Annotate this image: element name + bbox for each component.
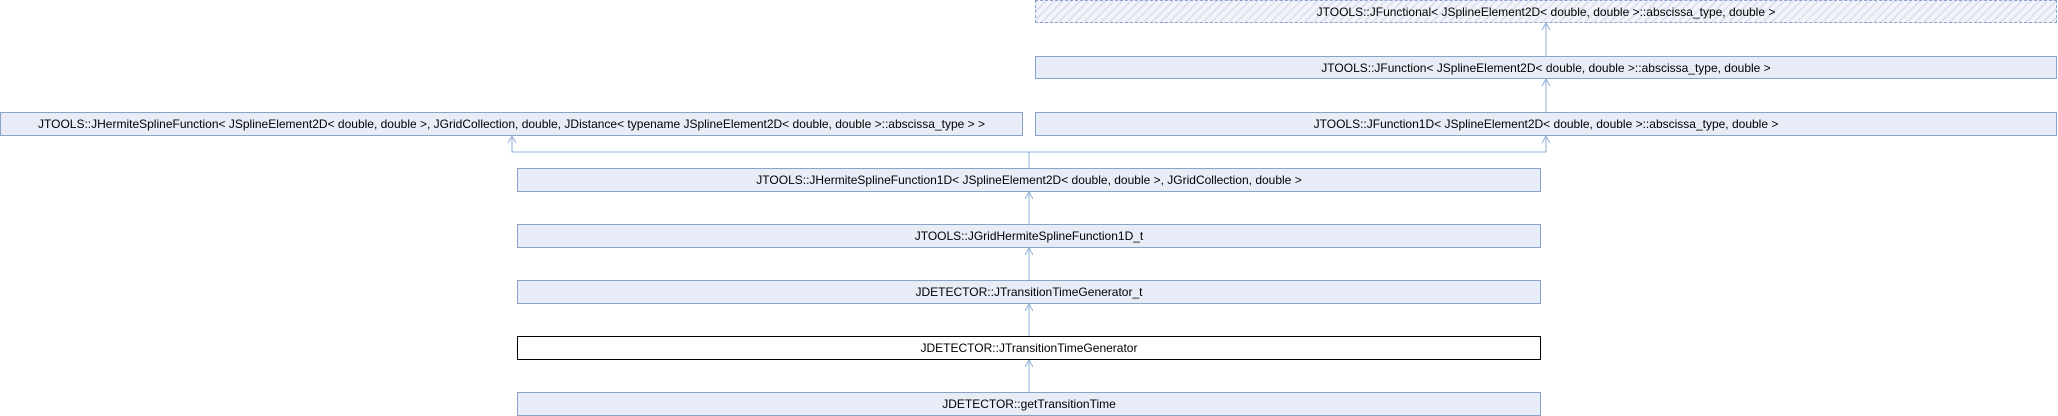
node-jhermite-spline-function[interactable]: JTOOLS::JHermiteSplineFunction< JSplineE… [0,112,1023,136]
node-jtransition-time-generator: JDETECTOR::JTransitionTimeGenerator [517,336,1541,360]
edge-junction-to-jfunction1d [1029,134,1551,153]
node-jfunction[interactable]: JTOOLS::JFunction< JSplineElement2D< dou… [1035,56,2057,79]
node-jtransition-time-generator-t[interactable]: JDETECTOR::JTransitionTimeGenerator_t [517,280,1541,304]
node-jfunctional[interactable]: JTOOLS::JFunctional< JSplineElement2D< d… [1035,0,2057,23]
node-get-transition-time[interactable]: JDETECTOR::getTransitionTime [517,392,1541,416]
node-jfunction1d[interactable]: JTOOLS::JFunction1D< JSplineElement2D< d… [1035,112,2057,136]
node-jhermite-spline-function1d[interactable]: JTOOLS::JHermiteSplineFunction1D< JSplin… [517,168,1541,192]
edge-junction-to-hermite [507,134,1029,153]
node-jgrid-hermite-spline-function1d-t[interactable]: JTOOLS::JGridHermiteSplineFunction1D_t [517,224,1541,248]
